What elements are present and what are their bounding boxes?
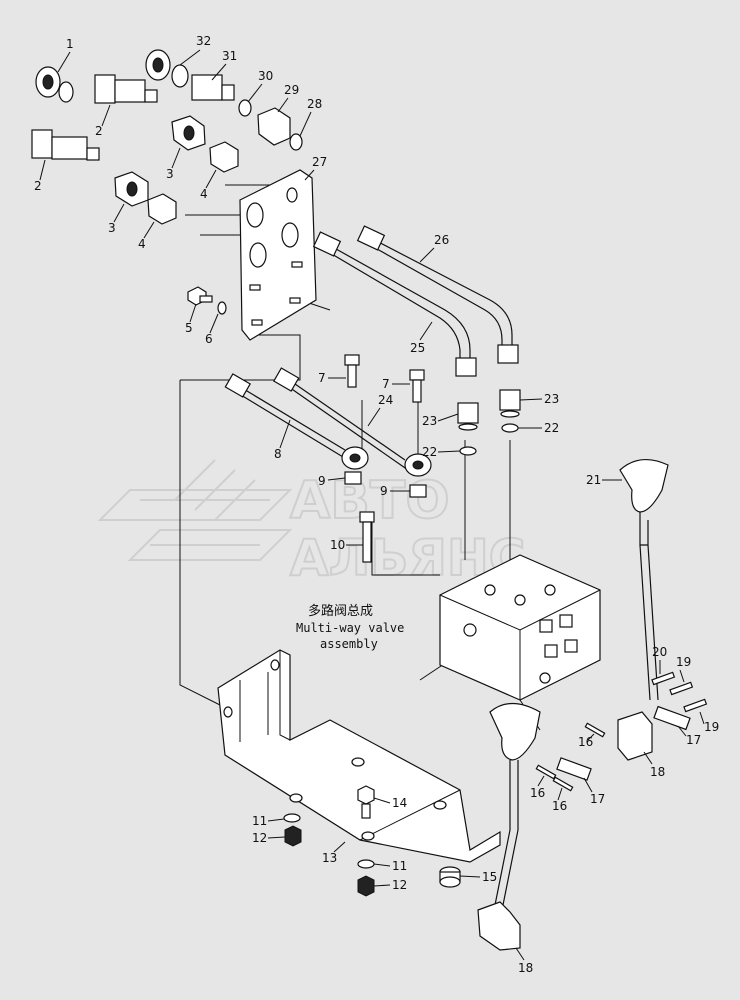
spacer-9-left bbox=[344, 471, 362, 485]
fitting-32 bbox=[145, 49, 189, 88]
callout-22-right: 22 bbox=[544, 421, 559, 435]
fitting-31 bbox=[191, 74, 235, 101]
callout-22-left: 22 bbox=[422, 445, 437, 459]
nut-12-right bbox=[357, 875, 375, 897]
callout-2-lower: 2 bbox=[34, 179, 42, 193]
caption-chinese: 多路阀总成 bbox=[308, 603, 373, 619]
lever-lower bbox=[477, 702, 541, 951]
callout-15: 15 bbox=[482, 870, 497, 884]
cap-15 bbox=[439, 866, 461, 888]
fitting-23-right bbox=[499, 389, 521, 418]
ring-28 bbox=[289, 133, 303, 151]
bracket-13 bbox=[217, 649, 501, 863]
callout-32: 32 bbox=[196, 34, 211, 48]
banjo-bolt-7-left bbox=[344, 354, 360, 388]
fitting-2-lower bbox=[31, 129, 100, 161]
callout-1: 1 bbox=[66, 37, 74, 51]
callout-12-left: 12 bbox=[252, 831, 267, 845]
nut-29 bbox=[257, 107, 291, 146]
pin-16-lower-b bbox=[552, 776, 574, 792]
washer-30 bbox=[238, 99, 252, 117]
washer-11-right bbox=[357, 859, 375, 869]
seal-22-right bbox=[501, 423, 519, 433]
callout-9-right: 9 bbox=[380, 484, 388, 498]
callout-4-upper: 4 bbox=[200, 187, 208, 201]
pipe-8 bbox=[224, 373, 369, 470]
callout-20: 20 bbox=[652, 645, 667, 659]
nut-3-upper bbox=[171, 115, 206, 151]
caption-english-line1: Multi-way valve bbox=[296, 621, 404, 635]
pipe-26 bbox=[356, 225, 519, 364]
bolt-14 bbox=[357, 785, 375, 819]
callout-7-right: 7 bbox=[382, 377, 390, 391]
callout-10: 10 bbox=[330, 538, 345, 552]
pin-16-upper bbox=[584, 722, 606, 738]
callout-31: 31 bbox=[222, 49, 237, 63]
callout-19-lower: 19 bbox=[704, 720, 719, 734]
callout-24: 24 bbox=[378, 393, 393, 407]
caption-english-line2: assembly bbox=[320, 637, 378, 651]
callout-26: 26 bbox=[434, 233, 449, 247]
fitting-1 bbox=[35, 66, 74, 103]
callout-13: 13 bbox=[322, 851, 337, 865]
callout-21: 21 bbox=[586, 473, 601, 487]
callout-3-lower: 3 bbox=[108, 221, 116, 235]
pin-16-lower-a bbox=[535, 764, 557, 780]
pin-19-lower bbox=[683, 698, 708, 713]
nut-12-left bbox=[284, 825, 302, 847]
callout-6: 6 bbox=[205, 332, 213, 346]
callout-27: 27 bbox=[312, 155, 327, 169]
callout-23-left: 23 bbox=[422, 414, 437, 428]
washer-11-left bbox=[283, 813, 301, 823]
callout-9-left: 9 bbox=[318, 474, 326, 488]
callout-19-upper: 19 bbox=[676, 655, 691, 669]
callout-2-upper: 2 bbox=[95, 124, 103, 138]
callout-17-upper: 17 bbox=[686, 733, 701, 747]
callout-16-lower-b: 16 bbox=[552, 799, 567, 813]
callout-7-left: 7 bbox=[318, 371, 326, 385]
callout-8: 8 bbox=[274, 447, 282, 461]
callout-23-right: 23 bbox=[544, 392, 559, 406]
multi-way-valve bbox=[439, 554, 601, 701]
plate-17-upper bbox=[653, 705, 691, 731]
bolt-10 bbox=[359, 511, 375, 563]
fitting-2-upper bbox=[94, 74, 158, 104]
callout-12-right: 12 bbox=[392, 878, 407, 892]
callout-28: 28 bbox=[307, 97, 322, 111]
lever-right bbox=[617, 459, 669, 761]
callout-4-lower: 4 bbox=[138, 237, 146, 251]
callout-30: 30 bbox=[258, 69, 273, 83]
pin-20 bbox=[651, 671, 676, 686]
watermark-emblem-icon bbox=[97, 459, 293, 561]
pipe-25 bbox=[312, 231, 477, 377]
callout-5: 5 bbox=[185, 321, 193, 335]
washer-6 bbox=[217, 301, 227, 315]
pipe-24 bbox=[273, 367, 432, 477]
plate-17-lower bbox=[556, 757, 592, 781]
callout-16-lower-a: 16 bbox=[530, 786, 545, 800]
callout-18-right: 18 bbox=[650, 765, 665, 779]
fitting-23-left bbox=[457, 402, 479, 431]
callout-18-lower: 18 bbox=[518, 961, 533, 975]
nut-4-upper bbox=[209, 141, 239, 173]
nut-4-lower bbox=[147, 193, 177, 225]
callout-11-right: 11 bbox=[392, 859, 407, 873]
watermark-logo: АВТО АЛЬЯНС bbox=[97, 459, 526, 588]
callout-25: 25 bbox=[410, 341, 425, 355]
bolt-5 bbox=[187, 286, 213, 306]
callout-11-left: 11 bbox=[252, 814, 267, 828]
callout-17-lower: 17 bbox=[590, 792, 605, 806]
spacer-9-right bbox=[409, 484, 427, 498]
callout-29: 29 bbox=[284, 83, 299, 97]
callout-3-upper: 3 bbox=[166, 167, 174, 181]
bracket-plate-27 bbox=[239, 169, 317, 341]
nut-3-lower bbox=[114, 171, 149, 207]
banjo-bolt-7-right bbox=[409, 369, 425, 403]
callout-numbers: 1 32 31 30 29 28 2 2 3 3 4 4 27 26 25 5 … bbox=[34, 34, 719, 975]
callout-14: 14 bbox=[392, 796, 407, 810]
pin-19-upper bbox=[669, 681, 694, 696]
seal-22-left bbox=[459, 446, 477, 456]
